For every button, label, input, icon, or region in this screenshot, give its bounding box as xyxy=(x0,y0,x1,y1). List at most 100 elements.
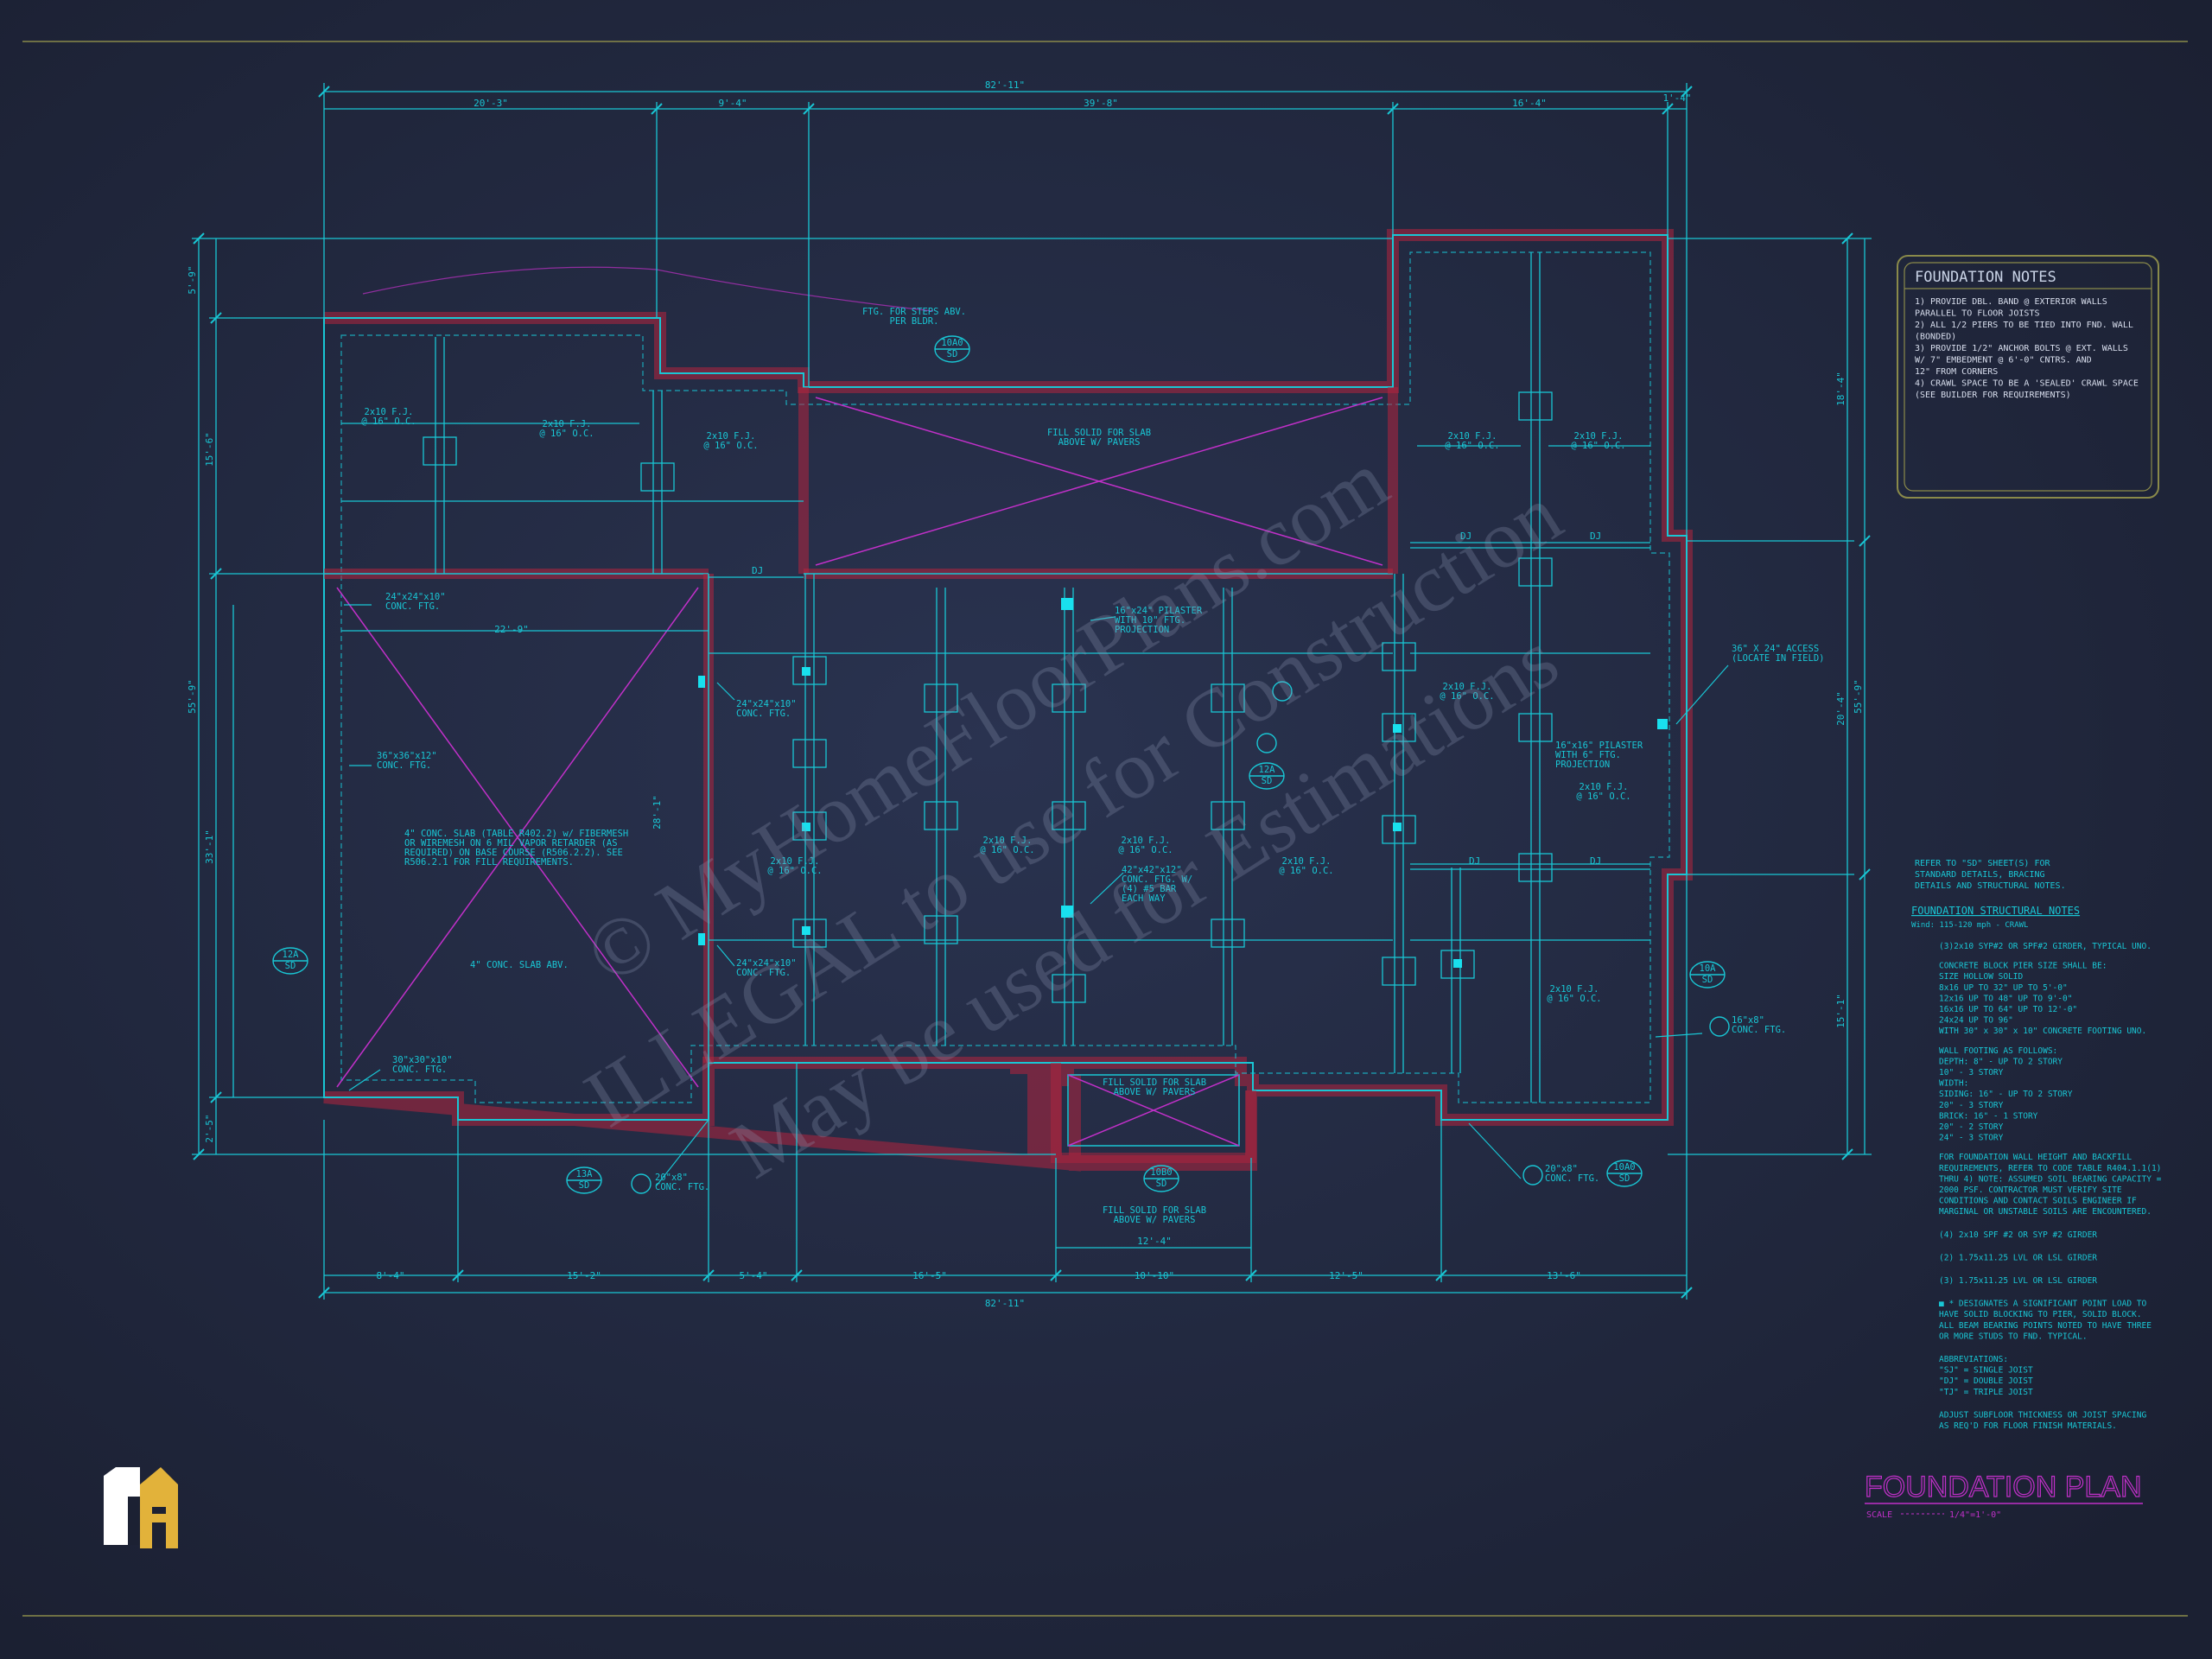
foundation-notes-frame xyxy=(1897,255,2159,499)
footing-20-note-1: 20"x8"CONC. FTG. xyxy=(655,1173,709,1192)
left-dimension-4: 2'-5" xyxy=(204,1114,215,1142)
footing-24-note-2: 24"x24"x10"CONC. FTG. xyxy=(736,699,797,719)
bottom-dimension-3: 5'-4" xyxy=(739,1270,767,1281)
structural-note-line: "TJ" = TRIPLE JOIST xyxy=(1939,1388,2033,1397)
structural-note-line: MARGINAL OR UNSTABLE SOILS ARE ENCOUNTER… xyxy=(1939,1207,2152,1217)
structural-note-line: 16x16 UP TO 64" UP TO 12'-0" xyxy=(1939,1005,2077,1014)
garage-depth-dimension: 28'-1" xyxy=(652,795,663,830)
foundation-note-line: 2) ALL 1/2 PIERS TO BE TIED INTO FND. WA… xyxy=(1915,321,2133,330)
floor-joist-label-2: 2x10 F.J.@ 16" O.C. xyxy=(539,419,594,439)
foundation-note-line: 4) CRAWL SPACE TO BE A 'SEALED' CRAWL SP… xyxy=(1915,379,2139,389)
structural-note-line: (4) 2x10 SPF #2 OR SYP #2 GIRDER xyxy=(1939,1230,2097,1240)
dimension-lines xyxy=(192,83,1872,1300)
structural-note-line: ■ * DESIGNATES A SIGNIFICANT POINT LOAD … xyxy=(1939,1300,2146,1309)
top-dimension-3: 39'-8" xyxy=(1084,98,1118,109)
right-dimension-1: 18'-4" xyxy=(1835,372,1847,406)
floor-joist-label-4: 2x10 F.J.@ 16" O.C. xyxy=(767,856,822,876)
garage-x-line-2 xyxy=(336,587,699,1088)
top-dimension-2: 9'-4" xyxy=(718,98,747,109)
floor-joist-label-5: 2x10 F.J.@ 16" O.C. xyxy=(980,836,1034,855)
overall-top-dimension: 82'-11" xyxy=(985,79,1025,91)
floor-joist-label-10: 2x10 F.J.@ 16" O.C. xyxy=(1440,682,1494,702)
left-dimension-3: 33'-1" xyxy=(204,830,215,864)
structural-note-line: (2) 1.75x11.25 LVL OR LSL GIRDER xyxy=(1939,1253,2097,1262)
slab-x-line-2 xyxy=(815,397,1383,566)
structural-note-line: "DJ" = DOUBLE JOIST xyxy=(1939,1376,2033,1386)
floor-joist-label-6: 2x10 F.J.@ 16" O.C. xyxy=(1118,836,1173,855)
structural-note-line: FOR FOUNDATION WALL HEIGHT AND BACKFILL xyxy=(1939,1153,2132,1162)
left-overall-dimension: 55'-9" xyxy=(187,679,198,714)
structural-note-line: ADJUST SUBFLOOR THICKNESS OR JOIST SPACI… xyxy=(1939,1410,2146,1420)
porch-dimension: 12'-4" xyxy=(1137,1236,1172,1247)
structural-intro-line: STANDARD DETAILS, BRACING xyxy=(1915,870,2045,880)
floor-joist-label-11: 2x10 F.J.@ 16" O.C. xyxy=(1576,782,1630,802)
floor-joist-label-1: 2x10 F.J.@ 16" O.C. xyxy=(361,407,416,427)
bottom-dimension-7: 13'-6" xyxy=(1547,1270,1581,1281)
footing-outline xyxy=(340,251,1670,1103)
leader-lines xyxy=(344,604,1729,1186)
structural-note-line: WALL FOOTING AS FOLLOWS: xyxy=(1939,1046,2057,1056)
scale-label: SCALE xyxy=(1866,1510,1892,1520)
foundation-note-line: 12" FROM CORNERS xyxy=(1915,367,1998,377)
footing-36-note: 36"x36"x12"CONC. FTG. xyxy=(377,751,437,771)
foundation-notes-list: 1) PROVIDE DBL. BAND @ EXTERIOR WALLS PA… xyxy=(1915,297,2139,400)
structural-note-line: SIZE HOLLOW SOLID xyxy=(1939,972,2024,982)
steps-footing-note: FTG. FOR STEPS ABV.PER BLDR. xyxy=(862,307,966,327)
structural-note-line: CONDITIONS AND CONTACT SOILS ENGINEER IF xyxy=(1939,1197,2137,1206)
structural-note-line: 12x16 UP TO 48" UP TO 9'-0" xyxy=(1939,994,2072,1003)
structural-note-line: OR MORE STUDS TO FND. TYPICAL. xyxy=(1939,1332,2088,1341)
structural-note-line: 10" - 3 STORY xyxy=(1939,1068,2004,1077)
section-tags xyxy=(272,335,1730,1194)
top-dimension-1: 20'-3" xyxy=(474,98,508,109)
right-dimension-3: 15'-1" xyxy=(1835,994,1847,1028)
floor-joist-label-9: 2x10 F.J.@ 16" O.C. xyxy=(1571,431,1625,451)
foundation-notes-inner-frame xyxy=(1904,262,2152,492)
foundation-note-line: (SEE BUILDER FOR REQUIREMENTS) xyxy=(1915,391,2071,400)
bottom-dimension-5: 10'-10" xyxy=(1135,1270,1174,1281)
foundation-notes-heading: FOUNDATION NOTES xyxy=(1915,269,2056,286)
double-joist-lines xyxy=(709,542,1650,870)
foundation-note-line: 1) PROVIDE DBL. BAND @ EXTERIOR WALLS xyxy=(1915,297,2107,307)
structural-note-line: THRU 4) NOTE: ASSUMED SOIL BEARING CAPAC… xyxy=(1939,1174,2162,1184)
structural-intro-line: REFER TO "SD" SHEET(S) FOR xyxy=(1915,859,2051,868)
structural-notes-subheading: Wind: 115-120 mph - CRAWL xyxy=(1911,921,2028,930)
floor-joist-label-12: 2x10 F.J.@ 16" O.C. xyxy=(1547,984,1601,1004)
foundation-note-line: 3) PROVIDE 1/2" ANCHOR BOLTS @ EXT. WALL… xyxy=(1915,344,2128,353)
structural-note-line: BRICK: 16" - 1 STORY xyxy=(1939,1111,2038,1121)
structural-notes-heading: FOUNDATION STRUCTURAL NOTES xyxy=(1911,905,2080,917)
foundation-note-line: (BONDED) xyxy=(1915,333,1956,342)
dj-label-3: DJ xyxy=(1590,531,1601,542)
top-dimension-4: 16'-4" xyxy=(1512,98,1547,109)
structural-note-line: 24x24 UP TO 96" xyxy=(1939,1016,2013,1026)
structural-note-line: "SJ" = SINGLE JOIST xyxy=(1939,1366,2033,1376)
right-overall-dimension: 55'-9" xyxy=(1853,679,1864,714)
porch-fill-x2 xyxy=(1067,1074,1240,1147)
drawing-title: FOUNDATION PLAN xyxy=(1865,1471,2142,1503)
floor-joist-label-3: 2x10 F.J.@ 16" O.C. xyxy=(703,431,758,451)
floor-joist-label-8: 2x10 F.J.@ 16" O.C. xyxy=(1445,431,1499,451)
foundation-note-line: PARALLEL TO FLOOR JOISTS xyxy=(1915,309,2040,319)
structural-note-line: 20" - 3 STORY xyxy=(1939,1101,2004,1110)
footing-20-note-2: 20"x8"CONC. FTG. xyxy=(1545,1164,1599,1184)
structural-note-line: HAVE SOLID BLOCKING TO PIER, SOLID BLOCK… xyxy=(1939,1310,2142,1319)
top-dimension-5: 1'-4" xyxy=(1662,92,1691,104)
piers xyxy=(423,391,1553,1003)
footing-16-note: 16"x8"CONC. FTG. xyxy=(1732,1015,1786,1035)
dj-label-1: DJ xyxy=(752,565,763,576)
footing-24-note-1: 24"x24"x10"CONC. FTG. xyxy=(385,592,446,612)
right-dimension-2: 20'-4" xyxy=(1835,691,1847,726)
plan-callouts: FTG. FOR STEPS ABV.PER BLDR. FILL SOLID F… xyxy=(283,307,1825,1225)
slab-above-note: 4" CONC. SLAB ABV. xyxy=(470,960,569,970)
foundation-plan-drawing xyxy=(323,229,1693,1172)
structural-note-line: REQUIREMENTS, REFER TO CODE TABLE R404.1… xyxy=(1939,1164,2161,1173)
foundation-note-line: W/ 7" EMBEDMENT @ 6'-0" CNTRS. AND xyxy=(1915,356,2092,365)
